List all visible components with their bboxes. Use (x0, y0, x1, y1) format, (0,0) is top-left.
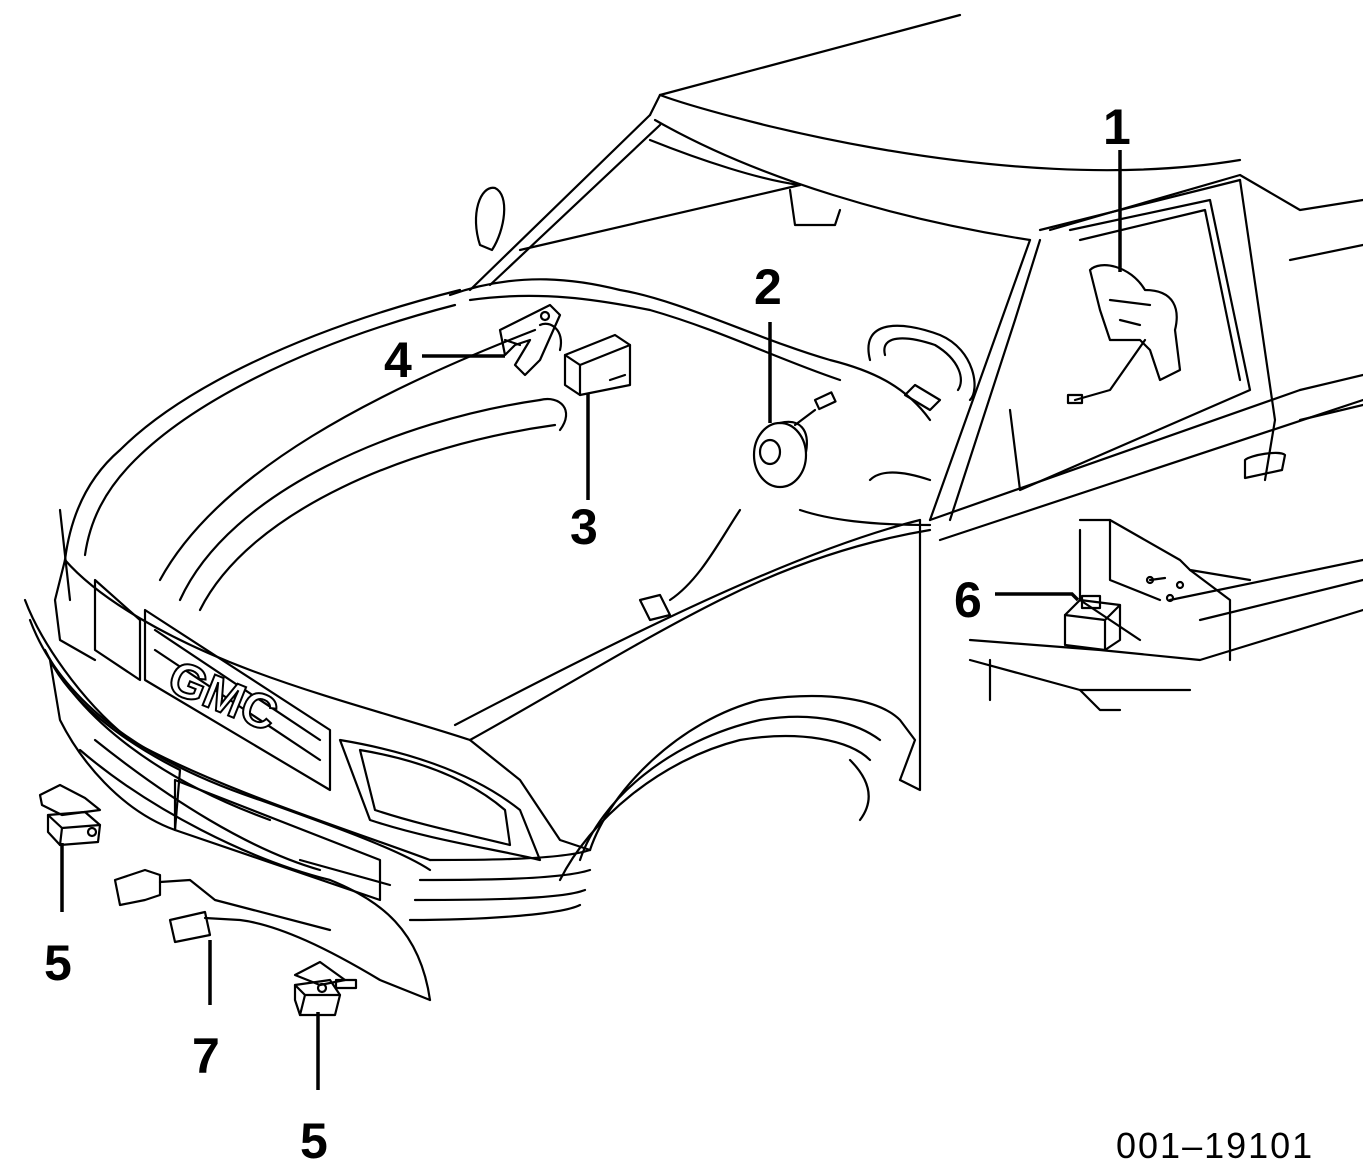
component-7 (113, 868, 432, 1002)
callout-3: 3 (570, 499, 598, 555)
component-2 (752, 391, 837, 489)
leader-6 (995, 592, 1080, 602)
component-5-left (38, 783, 102, 847)
callout-5-left: 5 (44, 935, 72, 991)
callout-7: 7 (192, 1028, 220, 1084)
figure-id: 001–19101 (1116, 1125, 1314, 1164)
component-6 (1063, 594, 1122, 652)
grille-badge: GMC (160, 650, 286, 743)
callout-1: 1 (1103, 99, 1131, 155)
component-4 (498, 303, 562, 377)
component-1 (1066, 264, 1182, 405)
component-3 (563, 333, 632, 397)
callout-2: 2 (754, 259, 782, 315)
callout-leaders (60, 150, 1122, 1090)
grille-badge-text: GMC (161, 651, 285, 742)
callout-5-right: 5 (300, 1113, 328, 1164)
vehicle-body-outline (23, 13, 1363, 1002)
callout-4: 4 (384, 332, 412, 388)
callout-6: 6 (954, 572, 982, 628)
component-5-right (293, 960, 358, 1017)
callout-numbers: 1 2 3 4 5 5 6 7 (44, 99, 1131, 1164)
